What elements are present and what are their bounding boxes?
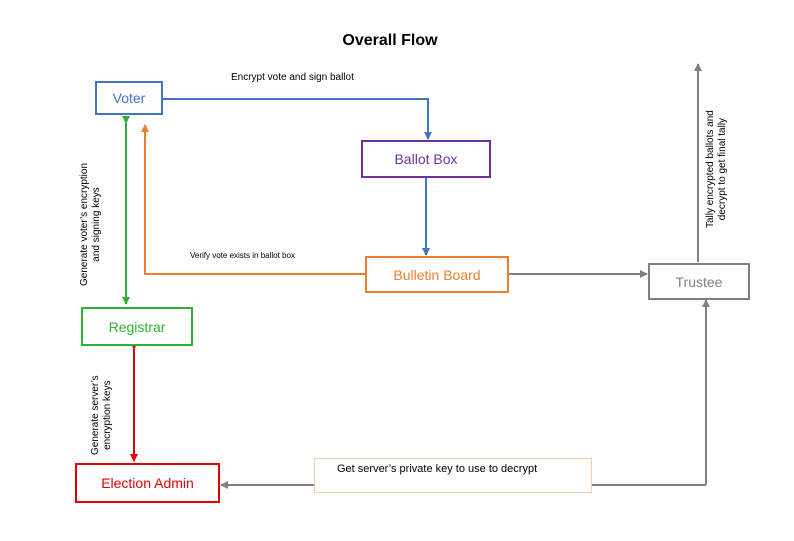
edge-label-tally: Tally encrypted ballots and decrypt to g… (705, 110, 729, 228)
edge-label-server-keys: Generate server’s encryption keys (90, 375, 114, 455)
edge-label-encrypt-vote: Encrypt vote and sign ballot (231, 72, 354, 83)
diagram-title: Overall Flow (342, 32, 438, 49)
election-admin-node[interactable]: Election Admin (75, 463, 220, 503)
edge-label-voter-keys-line2: and signing keys (91, 187, 102, 262)
voter-node[interactable]: Voter (95, 81, 163, 115)
edge-label-server-keys-line1: Generate server’s (90, 375, 101, 455)
ballot-box-node[interactable]: Ballot Box (361, 140, 491, 178)
private-key-label-box: Get server’s private key to use to decry… (314, 458, 592, 493)
edge-bulletin-board-to-voter (141, 124, 365, 275)
edge-label-verify-vote: Verify vote exists in ballot box (190, 251, 295, 260)
edge-label-tally-line1: Tally encrypted ballots and (705, 110, 716, 228)
edge-label-private-key: Get server’s private key to use to decry… (337, 463, 538, 475)
edge-label-voter-keys: Generate voter’s encryption and signing … (79, 163, 103, 286)
registrar-node[interactable]: Registrar (81, 307, 193, 346)
edge-voter-to-ballot-box (163, 98, 432, 140)
edge-label-tally-line2: decrypt to get final tally (717, 117, 728, 221)
trustee-node[interactable]: Trustee (648, 263, 750, 300)
edge-label-voter-keys-line1: Generate voter’s encryption (79, 162, 90, 286)
edge-label-server-keys-line2: encryption keys (102, 380, 113, 450)
bulletin-board-node[interactable]: Bulletin Board (365, 256, 509, 293)
